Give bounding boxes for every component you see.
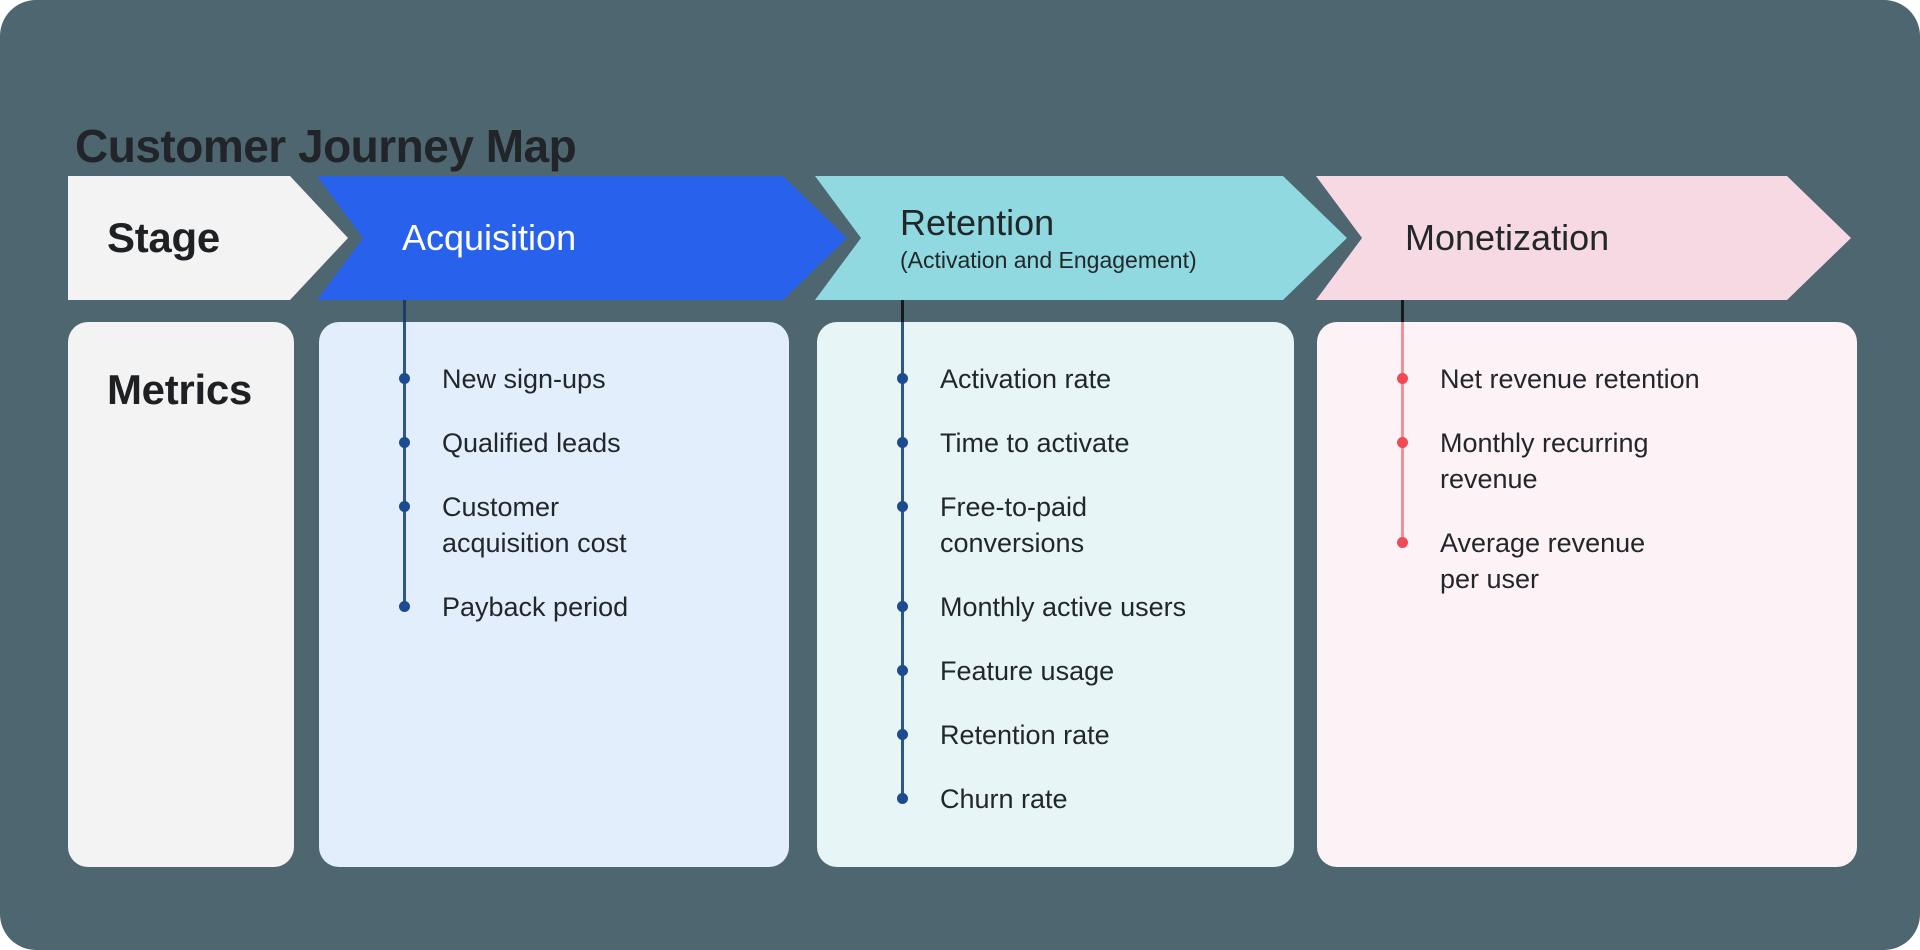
stage-arrow-label: Retention xyxy=(900,202,1055,244)
metric-item: Customer acquisition cost xyxy=(319,489,789,561)
stage-arrow-monetization: Monetization xyxy=(1316,176,1851,300)
connector-spine-line-acquisition xyxy=(403,322,406,607)
connector-drop-line-acquisition xyxy=(403,300,406,323)
metric-item: Qualified leads xyxy=(319,425,789,461)
metric-item: Feature usage xyxy=(817,653,1294,689)
metric-item: Retention rate xyxy=(817,717,1294,753)
metric-item: New sign-ups xyxy=(319,361,789,397)
metric-item: Activation rate xyxy=(817,361,1294,397)
metric-item: Average revenue per user xyxy=(1317,525,1857,597)
metric-item: Time to activate xyxy=(817,425,1294,461)
page-title: Customer Journey Map xyxy=(75,119,577,172)
stage-arrow-label: Monetization xyxy=(1405,217,1610,259)
metrics-row-header-label: Metrics xyxy=(107,366,252,413)
metrics-row-header-panel: Metrics xyxy=(68,322,294,867)
stage-arrow-subtitle: (Activation and Engagement) xyxy=(900,246,1197,273)
stage-arrow-acquisition: Acquisition xyxy=(317,176,847,300)
metric-item: Free-to-paid conversions xyxy=(817,489,1294,561)
metric-item: Payback period xyxy=(319,589,789,625)
connector-spine-line-retention xyxy=(901,322,904,799)
stage-arrow-label: Acquisition xyxy=(402,217,577,259)
stage-row-header-label: Stage xyxy=(107,214,220,261)
connector-drop-line-retention xyxy=(901,300,904,323)
metric-item: Monthly active users xyxy=(817,589,1294,625)
metric-item: Monthly recurring revenue xyxy=(1317,425,1857,497)
connector-spine-line-monetization xyxy=(1401,322,1404,545)
metric-item: Net revenue retention xyxy=(1317,361,1857,397)
stage-arrow-retention: Retention (Activation and Engagement) xyxy=(815,176,1347,300)
stage-row-header-arrow: Stage xyxy=(68,176,348,300)
metric-item: Churn rate xyxy=(817,781,1294,817)
connector-drop-line-monetization xyxy=(1401,300,1404,323)
